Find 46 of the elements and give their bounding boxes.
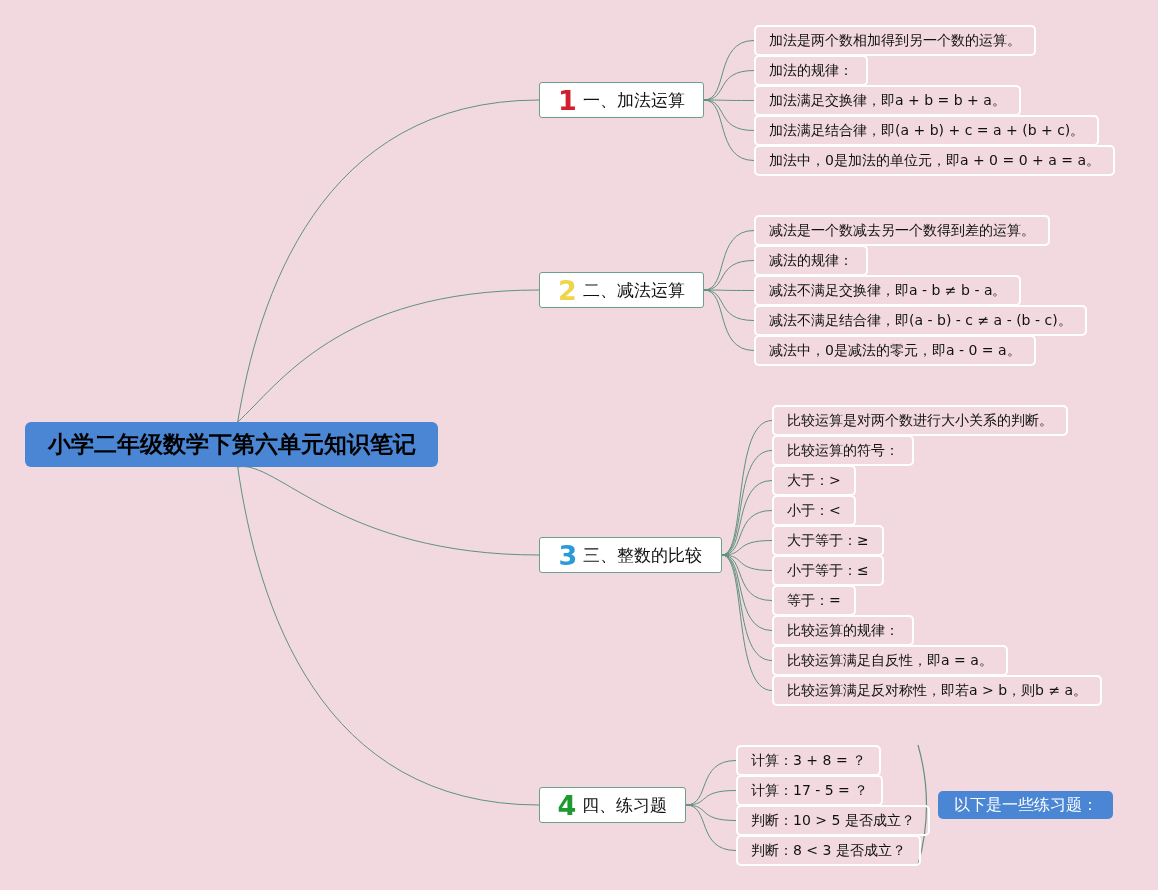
subtopic-box: 计算：17 - 5 = ？ — [736, 775, 884, 806]
subtopic-box: 减法的规律： — [754, 245, 868, 276]
subtopic-box: 比较运算的规律： — [772, 615, 914, 646]
subtopic-box: 计算：3 + 8 = ？ — [736, 745, 882, 776]
subtopic-box: 加法中，0是加法的单位元，即a + 0 = 0 + a = a。 — [754, 145, 1115, 176]
subtopic-box: 加法的规律： — [754, 55, 868, 86]
connector — [685, 804, 737, 851]
topic-title: 四、练习题 — [582, 793, 668, 817]
topic-box — [539, 272, 704, 308]
subtopic-box: 大于：> — [772, 465, 856, 496]
subtopic-box: 判断：10 > 5 是否成立？ — [736, 805, 930, 836]
connector — [237, 289, 540, 423]
subtopic-box: 加法满足结合律，即(a + b) + c = a + (b + c)。 — [754, 115, 1100, 146]
topic-number: 2 — [558, 274, 577, 306]
subtopic-box: 等于：= — [772, 585, 856, 616]
topic-number: 1 — [558, 84, 577, 116]
connector — [237, 466, 540, 556]
topic-number: 3 — [558, 539, 578, 571]
subtopic-box: 比较运算满足反对称性，即若a > b，则b ≠ a。 — [772, 675, 1103, 706]
subtopic-box: 加法满足交换律，即a + b = b + a。 — [754, 85, 1021, 116]
subtopic-box: 比较运算是对两个数进行大小关系的判断。 — [772, 405, 1068, 436]
topic-box — [539, 82, 704, 118]
subtopic-box: 减法是一个数减去另一个数得到差的运算。 — [754, 215, 1050, 246]
subtopic-box: 减法中，0是减法的零元，即a - 0 = a。 — [754, 335, 1036, 366]
summary-box: 以下是一些练习题： — [938, 791, 1113, 819]
topic-title: 二、减法运算 — [582, 278, 685, 302]
topic-title: 三、整数的比较 — [583, 543, 703, 567]
connector — [703, 99, 755, 161]
connector — [703, 289, 755, 351]
subtopic-box: 比较运算满足自反性，即a = a。 — [772, 645, 1008, 676]
topic-number: 4 — [557, 789, 577, 821]
subtopic-box: 减法不满足结合律，即(a - b) - c ≠ a - (b - c)。 — [754, 305, 1087, 336]
subtopic-box: 减法不满足交换律，即a - b ≠ b - a。 — [754, 275, 1022, 306]
connector — [237, 466, 540, 806]
connector — [685, 804, 737, 821]
subtopic-box: 小于等于：≤ — [772, 555, 884, 586]
topic-box — [539, 537, 722, 573]
subtopic-box: 判断：8 < 3 是否成立？ — [736, 835, 921, 866]
central-topic: 小学二年级数学下第六单元知识笔记 — [25, 422, 438, 467]
topic-box — [539, 787, 686, 823]
subtopic-box: 大于等于：≥ — [772, 525, 884, 556]
subtopic-box: 小于：< — [772, 495, 856, 526]
topic-title: 一、加法运算 — [582, 88, 685, 112]
subtopic-box: 比较运算的符号： — [772, 435, 914, 466]
subtopic-box: 加法是两个数相加得到另一个数的运算。 — [754, 25, 1036, 56]
connector — [237, 99, 540, 423]
